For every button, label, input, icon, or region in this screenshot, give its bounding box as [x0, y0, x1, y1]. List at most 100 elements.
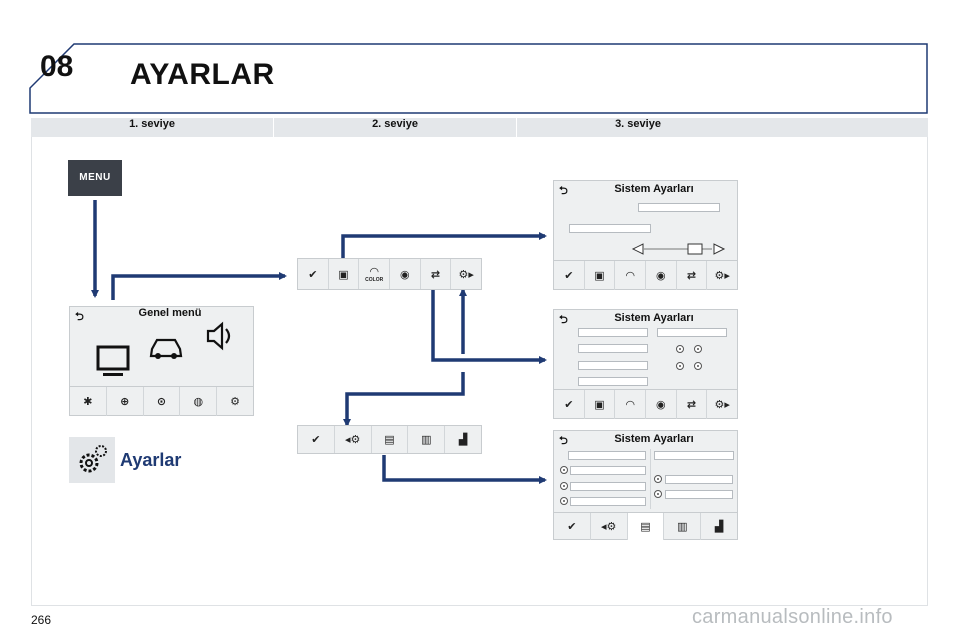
- screen-icon[interactable]: ▣: [583, 261, 615, 290]
- settings-arrow-icon[interactable]: ⚙▸: [450, 259, 481, 289]
- arrow-general-to-level2a: [111, 272, 287, 300]
- setting-field[interactable]: [665, 490, 733, 499]
- menu-button[interactable]: MENU: [68, 160, 122, 196]
- setting-field[interactable]: [578, 361, 648, 370]
- arrow-to-level2b: [343, 372, 465, 427]
- column-divider: [650, 449, 651, 509]
- system-settings-panel-2: ⮌ Sistem Ayarları ✔ ▣ ◠ ◉ ⇄ ⚙▸: [553, 309, 738, 419]
- units-icon[interactable]: ▤: [626, 513, 664, 540]
- swap-icon[interactable]: ⇄: [675, 390, 707, 419]
- color-icon[interactable]: ◠COLOR: [358, 259, 389, 289]
- level-2-label: 2. seviye: [372, 118, 418, 130]
- settings-arrow-icon[interactable]: ⚙▸: [706, 261, 737, 290]
- settings-label: Ayarlar: [120, 450, 182, 470]
- panel-icon-bar: ✔ ▣ ◠ ◉ ⇄ ⚙▸: [554, 260, 737, 290]
- settings-back-icon[interactable]: ◂⚙: [589, 513, 627, 540]
- slider-control[interactable]: [631, 243, 726, 255]
- system-settings-panel-1: ⮌ Sistem Ayarları ✔ ▣ ◠ ◉ ⇄ ⚙▸: [553, 180, 738, 290]
- setting-field[interactable]: [570, 497, 646, 506]
- setting-field[interactable]: [654, 451, 734, 460]
- level-1-label: 1. seviye: [129, 118, 175, 130]
- swap-icon[interactable]: ⇄: [419, 259, 451, 289]
- level2-toolbar-b: ✔ ◂⚙ ▤ ▥ ▟: [297, 425, 482, 454]
- arrow-to-system-panel-1: [341, 232, 547, 258]
- system-settings-title: Sistem Ayarları: [614, 183, 694, 195]
- setting-field[interactable]: [578, 377, 648, 386]
- screen-icon[interactable]: ▣: [327, 259, 359, 289]
- chapter-number: 08: [40, 50, 74, 83]
- back-icon[interactable]: ⮌: [559, 434, 568, 447]
- settings-arrow-icon[interactable]: ⚙▸: [706, 390, 737, 419]
- checkmark-icon[interactable]: ✔: [564, 398, 574, 411]
- arrow-to-system-panel-2: [431, 290, 547, 364]
- display-adjust-icon[interactable]: ◉: [645, 390, 676, 419]
- settings-back-icon[interactable]: ◂⚙: [333, 426, 371, 453]
- general-menu-title: Genel menü: [138, 307, 202, 319]
- setting-field[interactable]: [638, 203, 720, 212]
- level2-toolbar-a: ✔ ▣ ◠COLOR ◉ ⇄ ⚙▸: [297, 258, 482, 290]
- display-adjust-icon[interactable]: ◉: [389, 259, 420, 289]
- car-icon[interactable]: [148, 335, 184, 361]
- setting-field[interactable]: [568, 451, 646, 460]
- setting-field[interactable]: [578, 344, 648, 353]
- setting-field[interactable]: [570, 482, 646, 491]
- panel-icon-bar: ✔ ▣ ◠ ◉ ⇄ ⚙▸: [554, 389, 737, 419]
- settings-icon[interactable]: ⚙: [216, 387, 253, 416]
- units-icon[interactable]: ▤: [370, 426, 408, 453]
- footer-page-number: 266: [31, 613, 52, 627]
- back-icon[interactable]: ⮌: [559, 313, 568, 326]
- arrow-to-system-panel-3: [382, 455, 547, 484]
- system-settings-title: Sistem Ayarları: [614, 312, 694, 324]
- back-icon[interactable]: ⮌: [75, 310, 84, 323]
- speaker-icon[interactable]: [204, 321, 236, 351]
- screen-icon[interactable]: [96, 345, 131, 379]
- factory-icon[interactable]: ▟: [700, 513, 737, 540]
- display-adjust-icon[interactable]: ◉: [645, 261, 676, 290]
- option-knob[interactable]: [676, 345, 684, 353]
- level-3-label: 3. seviye: [615, 118, 661, 130]
- internet-icon[interactable]: ◍: [179, 387, 216, 416]
- reset-icon[interactable]: ▥: [407, 426, 444, 453]
- level-divider: [273, 118, 274, 137]
- navigation-icon[interactable]: ⊕: [105, 387, 143, 416]
- bluetooth-phone-icon[interactable]: ✱: [83, 395, 93, 408]
- level-bar: 1. seviye 2. seviye 3. seviye: [31, 118, 928, 137]
- option-knob[interactable]: [560, 497, 568, 505]
- page-title: AYARLAR: [130, 58, 275, 91]
- gears-icon: [79, 445, 107, 473]
- factory-icon[interactable]: ▟: [444, 426, 481, 453]
- checkmark-icon[interactable]: ✔: [311, 433, 321, 446]
- setting-field[interactable]: [657, 328, 727, 337]
- level-divider: [516, 118, 517, 137]
- general-menu-panel: ⮌ Genel menü ✱ ⊕ ⊙ ◍ ⚙: [69, 306, 254, 416]
- watermark: carmanualsonline.info: [692, 606, 893, 628]
- panel-icon-bar: ✔ ◂⚙ ▤ ▥ ▟: [554, 512, 737, 540]
- media-icon[interactable]: ⊙: [142, 387, 180, 416]
- option-knob[interactable]: [560, 482, 568, 490]
- option-knob[interactable]: [654, 475, 662, 483]
- checkmark-icon[interactable]: ✔: [308, 267, 318, 281]
- color-icon[interactable]: ◠: [614, 261, 645, 290]
- setting-field[interactable]: [569, 224, 651, 233]
- color-icon[interactable]: ◠: [614, 390, 645, 419]
- settings-icon-tile[interactable]: [69, 437, 115, 483]
- checkmark-icon[interactable]: ✔: [567, 520, 577, 533]
- reset-icon[interactable]: ▥: [663, 513, 700, 540]
- system-settings-panel-3: ⮌ Sistem Ayarları ✔ ◂⚙ ▤ ▥ ▟: [553, 430, 738, 540]
- setting-field[interactable]: [570, 466, 646, 475]
- system-settings-title: Sistem Ayarları: [614, 433, 694, 445]
- option-knob[interactable]: [694, 362, 702, 370]
- checkmark-icon[interactable]: ✔: [564, 269, 574, 282]
- setting-field[interactable]: [665, 475, 733, 484]
- option-knob[interactable]: [676, 362, 684, 370]
- back-icon[interactable]: ⮌: [559, 184, 568, 197]
- option-knob[interactable]: [560, 466, 568, 474]
- screen-icon[interactable]: ▣: [583, 390, 615, 419]
- option-knob[interactable]: [654, 490, 662, 498]
- swap-icon[interactable]: ⇄: [675, 261, 707, 290]
- header-banner: [29, 43, 928, 114]
- option-knob[interactable]: [694, 345, 702, 353]
- general-menu-icon-bar: ✱ ⊕ ⊙ ◍ ⚙: [70, 386, 253, 416]
- setting-field[interactable]: [578, 328, 648, 337]
